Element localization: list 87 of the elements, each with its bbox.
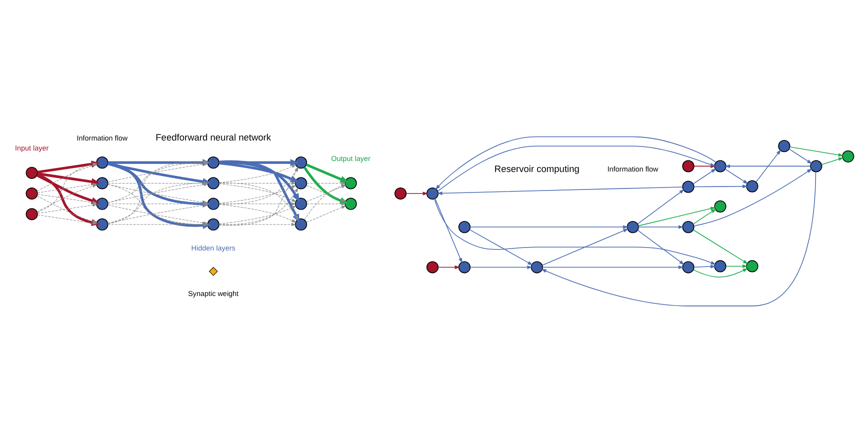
arrow	[218, 166, 298, 226]
node-circle	[714, 260, 726, 272]
arrow	[542, 228, 628, 266]
node-circle	[714, 160, 726, 172]
node-circle	[626, 220, 639, 233]
node-circle	[26, 166, 38, 178]
arrow	[406, 191, 428, 195]
node-circle	[458, 220, 471, 233]
node-circle	[810, 160, 822, 172]
node-circle	[26, 208, 38, 220]
node-circle	[778, 140, 790, 152]
arrow	[218, 202, 296, 205]
arrow	[789, 146, 844, 156]
node-circle	[207, 197, 220, 210]
arrow	[541, 171, 816, 306]
node-circle	[207, 156, 220, 168]
node-circle	[344, 197, 357, 210]
arrow	[469, 228, 533, 265]
arrow	[218, 160, 300, 222]
arrow	[219, 160, 300, 202]
node-circle	[344, 176, 357, 189]
label: Reservoir computing	[494, 164, 580, 174]
arrow	[37, 194, 98, 204]
node-circle	[746, 260, 758, 272]
arrow	[36, 174, 100, 204]
node-circle	[426, 260, 439, 273]
arrow	[437, 186, 683, 195]
node-circle	[96, 176, 108, 189]
arrow	[638, 206, 716, 226]
arrow	[434, 198, 462, 263]
arrow	[693, 268, 748, 277]
node-circle	[96, 156, 108, 168]
arrow	[470, 264, 532, 269]
node-circle	[842, 150, 854, 162]
arrow	[218, 181, 296, 184]
node-circle	[458, 260, 471, 273]
arrow	[638, 224, 684, 228]
node-circle	[682, 260, 694, 273]
arrow	[637, 188, 684, 224]
node-circle	[746, 180, 758, 192]
arrow	[637, 229, 684, 264]
node-circle	[426, 186, 439, 200]
label: Feedforward neural network	[156, 132, 272, 142]
arrow	[692, 228, 748, 264]
node-circle	[394, 186, 407, 200]
arrow	[724, 168, 748, 184]
arrow	[692, 208, 716, 224]
node-circle	[530, 260, 543, 273]
arrow	[470, 224, 628, 228]
arrow	[37, 203, 98, 214]
node-circle	[294, 156, 308, 168]
node-circle	[96, 218, 108, 230]
arrow	[306, 205, 346, 222]
arrow	[821, 156, 844, 164]
arrow	[694, 168, 812, 226]
node-circle	[682, 180, 694, 192]
arrow	[726, 264, 748, 268]
arrow	[694, 264, 716, 268]
arrow	[218, 166, 298, 204]
arrow	[108, 222, 208, 226]
arrow	[438, 264, 460, 269]
arrow	[692, 168, 716, 184]
arrow	[306, 202, 346, 205]
arrow	[724, 164, 811, 168]
arrow	[694, 184, 748, 188]
arrow	[434, 198, 716, 264]
node-circle	[714, 200, 726, 212]
node-circle	[682, 220, 694, 233]
arrow	[36, 184, 98, 212]
arrow	[788, 148, 812, 164]
arrow	[36, 172, 100, 226]
arrow	[218, 222, 296, 226]
node-circle	[207, 176, 220, 189]
arrow	[306, 162, 348, 182]
arrow	[306, 181, 346, 184]
node-circle	[294, 197, 308, 210]
arrow	[756, 149, 781, 182]
arrow	[37, 160, 100, 173]
node-circle	[294, 218, 308, 230]
node-circle	[26, 186, 38, 200]
arrow	[218, 186, 298, 225]
node-circle	[96, 197, 108, 210]
arrow	[542, 264, 684, 269]
arrow	[218, 182, 298, 220]
node-circle	[682, 160, 694, 172]
node-circle	[207, 218, 220, 230]
node-circle	[294, 176, 308, 189]
